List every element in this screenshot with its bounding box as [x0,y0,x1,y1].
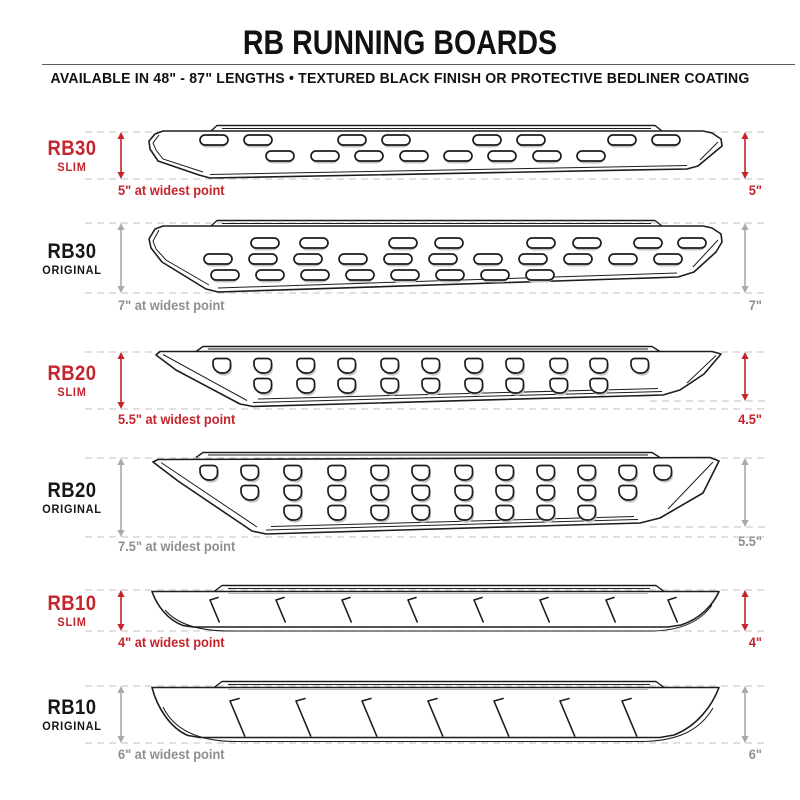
widest-dimension-label: 7" at widest point [118,298,225,313]
model-variant: SLIM [57,387,87,399]
model-variant: SLIM [57,162,87,174]
height-dimension-label: 4.5" [738,412,762,427]
widest-dimension-label: 7.5" at widest point [118,539,236,554]
model-variant: ORIGINAL [42,504,102,516]
model-variant: ORIGINAL [42,721,102,733]
board-drawing-rb10-slim [85,584,765,632]
model-name: RB30 [47,137,97,160]
widest-dimension-label: 5" at widest point [118,183,225,198]
board-drawing-rb30-slim [85,124,765,180]
board-drawing-rb30-original [85,219,765,294]
model-name: RB20 [47,362,97,385]
height-dimension-label: 7" [748,298,762,313]
board-drawing-rb20-original [85,451,765,538]
board-drawing-rb10-original [85,680,765,744]
model-name: RB30 [47,240,97,263]
widest-dimension-label: 4" at widest point [118,635,225,650]
widest-dimension-label: 5.5" at widest point [118,412,236,427]
model-label-rb10-slim: RB10 SLIM [8,593,136,630]
model-label-rb30-slim: RB30 SLIM [8,138,136,175]
model-label-rb20-original: RB20 ORIGINAL [8,480,136,517]
model-name: RB20 [47,479,97,502]
model-name: RB10 [47,696,97,719]
model-variant: SLIM [57,617,87,629]
page-title: RB RUNNING BOARDS [242,24,558,62]
height-dimension-label: 4" [748,635,762,650]
model-label-rb30-original: RB30 ORIGINAL [8,241,136,278]
page-subtitle: AVAILABLE IN 48" - 87" LENGTHS • TEXTURE… [50,71,750,87]
model-label-rb20-slim: RB20 SLIM [8,363,136,400]
height-dimension-label: 6" [748,747,762,762]
model-variant: ORIGINAL [42,265,102,277]
board-drawing-rb20-slim [85,345,765,410]
height-dimension-label: 5" [748,183,762,198]
widest-dimension-label: 6" at widest point [118,747,225,762]
title-divider [42,64,795,65]
model-name: RB10 [47,592,97,615]
height-dimension-label: 5.5" [738,534,762,549]
model-label-rb10-original: RB10 ORIGINAL [8,697,136,734]
